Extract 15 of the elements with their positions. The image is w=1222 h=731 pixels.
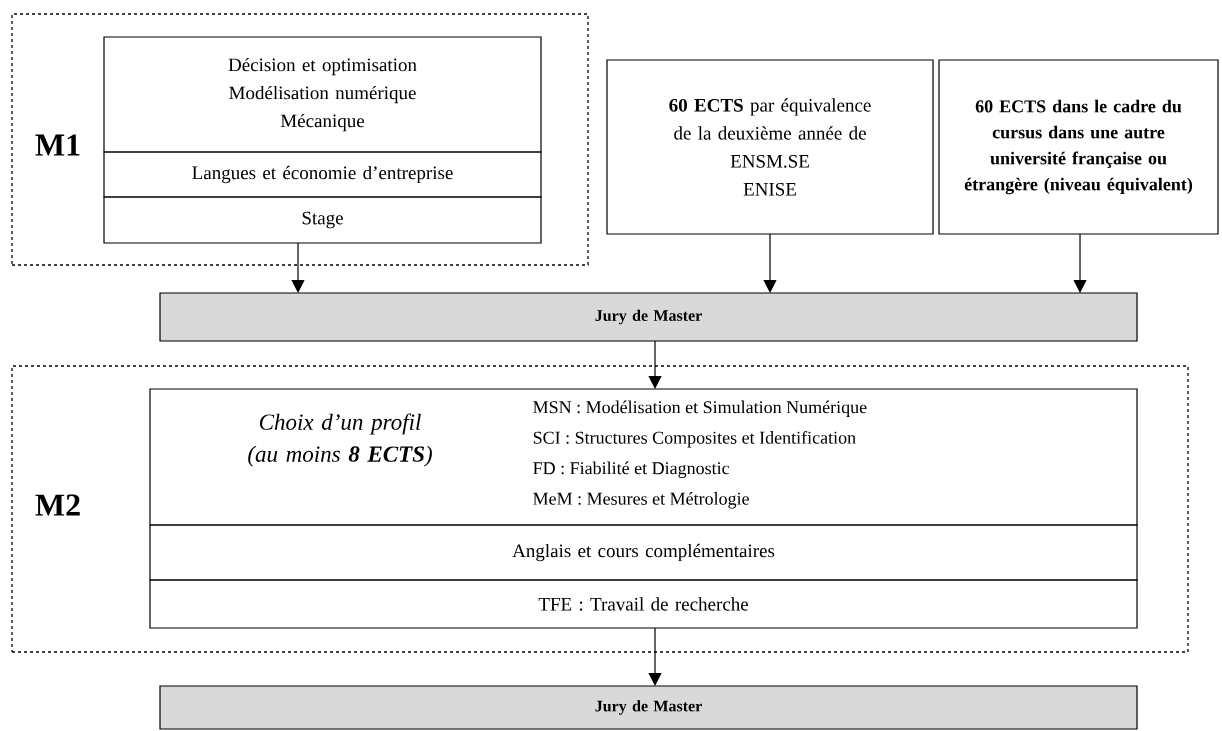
table-cell: Anglais et cours complémentaires <box>149 524 1138 581</box>
table-cell: Stage <box>103 196 542 244</box>
table-cell: Choix d’un profil (au moins 8 ECTS) MSN : Modélisation et Simulation Numérique SCI : Structures Composites et Identification FD : Fiabilité et Diagnostic MeM : Mesures et Métrologie <box>149 388 1138 526</box>
arrow <box>1073 233 1087 293</box>
table-cell: TFE : Travail de recherche <box>149 579 1138 629</box>
text-box: 60 ECTS par équivalence de la deuxième année de ENSM.SE ENISE <box>606 59 934 235</box>
table-cell: Décision et optimisation Modélisation numérique Mécanique <box>103 36 542 153</box>
jury-bar: Jury de Master <box>159 685 1138 730</box>
arrow <box>648 627 662 686</box>
table-cell: Langues et économie d’entreprise <box>103 151 542 198</box>
text-box: 60 ECTS dans le cadre du cursus dans une autre université française ou étrangère (niveau équivalent) <box>938 59 1219 235</box>
arrow <box>648 340 662 389</box>
arrow <box>291 242 305 293</box>
arrow <box>763 233 777 293</box>
jury-bar: Jury de Master <box>159 292 1138 342</box>
